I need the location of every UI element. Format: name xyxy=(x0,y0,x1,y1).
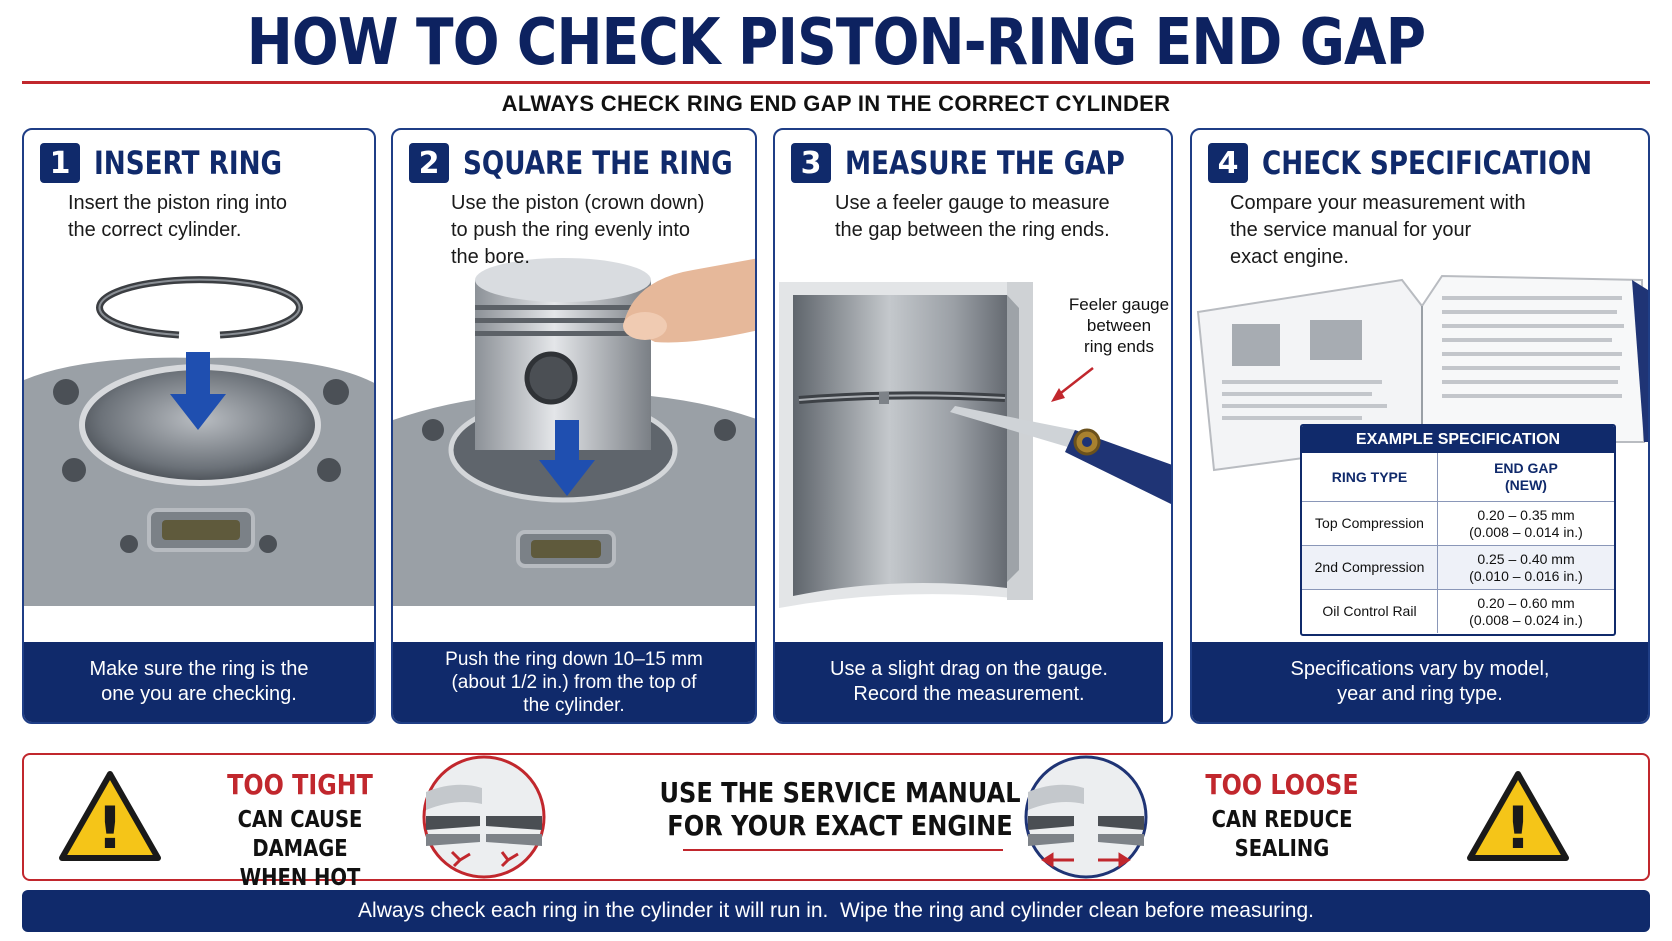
too-loose-text: CAN REDUCE SEALING xyxy=(1211,807,1353,862)
step-instruction: Insert the piston ring into the correct … xyxy=(68,192,288,241)
table-row: Oil Control Rail 0.20 – 0.60 mm (0.008 –… xyxy=(1302,589,1614,633)
gauge-callout: Feeler gauge between ring ends xyxy=(1068,295,1170,356)
spec-table-caption: EXAMPLE SPECIFICATION xyxy=(1302,426,1614,453)
table-row: Top Compression 0.20 – 0.35 mm (0.008 – … xyxy=(1302,501,1614,545)
warning-triangle-icon: ! xyxy=(59,771,161,862)
service-manual-illustration xyxy=(1196,274,1648,472)
step-title: CHECK SPECIFICATION xyxy=(1262,144,1593,182)
end-gap-cell: 0.20 – 0.60 mm (0.008 – 0.024 in.) xyxy=(1469,594,1583,628)
step-card-3: 3 MEASURE THE GAP Use a feeler gauge to … xyxy=(773,128,1173,724)
red-arrow-icon xyxy=(1051,367,1094,402)
step-card-2: 2 SQUARE THE RING Use the piston (crown … xyxy=(391,128,757,724)
page-subtitle: ALWAYS CHECK RING END GAP IN THE CORRECT… xyxy=(501,91,1171,116)
ring-type-cell: Top Compression xyxy=(1302,502,1438,545)
service-manual-message: USE THE SERVICE MANUAL FOR YOUR EXACT EN… xyxy=(659,776,1021,842)
spec-header-cell: END GAP (NEW) xyxy=(1494,460,1558,493)
step-footer: Push the ring down 10–15 mm (about 1/2 i… xyxy=(393,642,755,722)
ring-type-cell: 2nd Compression xyxy=(1302,546,1438,589)
step-footer: Use a slight drag on the gauge. Record t… xyxy=(775,642,1163,722)
down-arrow-icon xyxy=(539,420,595,496)
bottom-note: Always check each ring in the cylinder i… xyxy=(22,890,1650,932)
step-card-1: 1 INSERT RING Insert the piston ring int… xyxy=(22,128,376,724)
too-loose-title: TOO LOOSE xyxy=(1205,768,1359,801)
spark-icon xyxy=(450,850,519,868)
step-title: INSERT RING xyxy=(94,144,283,182)
step-title: SQUARE THE RING xyxy=(463,144,733,182)
ring-type-cell: Oil Control Rail xyxy=(1302,590,1438,633)
svg-text:!: ! xyxy=(1505,794,1531,862)
center-divider xyxy=(683,849,1003,851)
spec-table: EXAMPLE SPECIFICATION RING TYPE END GAP … xyxy=(1300,424,1616,636)
title-divider xyxy=(22,81,1650,84)
step-number: 3 xyxy=(791,143,831,183)
too-tight-text: CAN CAUSE DAMAGE WHEN HOT xyxy=(237,807,363,891)
end-gap-cell: 0.20 – 0.35 mm (0.008 – 0.014 in.) xyxy=(1469,506,1583,540)
step-number: 2 xyxy=(409,143,449,183)
warning-triangle-icon: ! xyxy=(1467,771,1569,862)
table-row: 2nd Compression 0.25 – 0.40 mm (0.010 – … xyxy=(1302,545,1614,589)
gap-arrows-icon xyxy=(1041,852,1131,868)
too-tight-title: TOO TIGHT xyxy=(227,768,373,801)
end-gap-cell: 0.25 – 0.40 mm (0.010 – 0.016 in.) xyxy=(1469,550,1583,584)
warning-band xyxy=(22,753,1650,881)
down-arrow-icon xyxy=(170,352,226,430)
step-instruction: Use a feeler gauge to measure the gap be… xyxy=(835,192,1110,241)
step-title: MEASURE THE GAP xyxy=(845,144,1125,182)
measure-gap-illustration xyxy=(779,282,1171,608)
page-title: HOW TO CHECK PISTON-RING END GAP xyxy=(246,6,1426,80)
spec-header-cell: RING TYPE xyxy=(1302,453,1438,501)
step-number: 1 xyxy=(40,143,80,183)
spec-header-row: RING TYPE END GAP (NEW) xyxy=(1302,453,1614,501)
step-footer: Make sure the ring is the one you are ch… xyxy=(24,642,374,722)
step-number: 4 xyxy=(1208,143,1248,183)
tight-gap-illustration xyxy=(422,755,546,879)
step-instruction: Compare your measurement with the servic… xyxy=(1230,192,1526,268)
step-instruction: Use the piston (crown down) to push the … xyxy=(451,192,705,268)
svg-text:!: ! xyxy=(97,794,123,862)
step-footer: Specifications vary by model, year and r… xyxy=(1192,642,1648,722)
loose-gap-illustration xyxy=(1024,755,1148,879)
square-ring-illustration xyxy=(393,258,755,606)
insert-ring-illustration xyxy=(24,276,374,606)
